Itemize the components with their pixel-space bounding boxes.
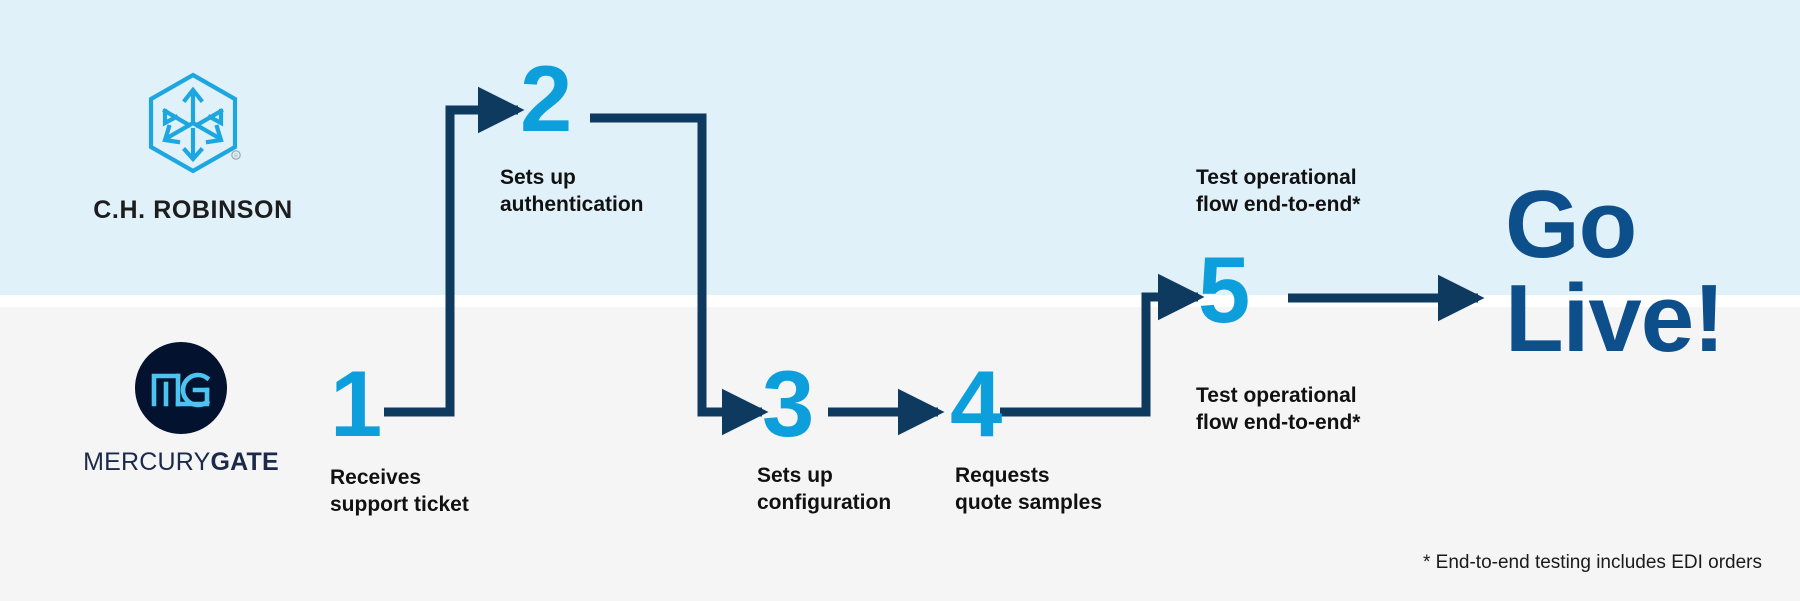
go-live-text: Go Live! bbox=[1505, 171, 1725, 373]
step-3-label: Sets up configuration bbox=[757, 464, 892, 514]
step-5-label-above: Test operational flow end-to-end* bbox=[1196, 166, 1361, 216]
lane-chrobinson-background bbox=[0, 0, 1800, 295]
connector-4-to-5 bbox=[1000, 273, 1205, 417]
step-4-label: Requests quote samples bbox=[955, 464, 1103, 514]
step-4-number: 4 bbox=[950, 351, 1002, 456]
brand-chrobinson: R C.H. ROBINSON bbox=[62, 70, 324, 225]
connector-2-to-3 bbox=[590, 113, 769, 436]
step-1-label: Receives support ticket bbox=[330, 466, 469, 516]
lane-mercurygate-background bbox=[0, 307, 1800, 601]
brand-mercurygate: MERCURYGATE bbox=[50, 340, 312, 477]
step-2-number: 2 bbox=[520, 46, 572, 151]
chrobinson-wordmark: C.H. ROBINSON bbox=[93, 196, 293, 224]
mercurygate-wordmark: MERCURYGATE bbox=[50, 448, 312, 477]
step-5-number: 5 bbox=[1198, 237, 1250, 342]
step-5-label-below: Test operational flow end-to-end* bbox=[1196, 384, 1361, 434]
mg-monogram-icon bbox=[135, 342, 227, 434]
mercurygate-wordmark-light: MERCURY bbox=[83, 448, 211, 476]
svg-text:R: R bbox=[234, 154, 238, 160]
connector-1-to-2 bbox=[384, 86, 525, 417]
mercurygate-wordmark-bold: GATE bbox=[210, 448, 279, 476]
step-1-number: 1 bbox=[330, 351, 382, 456]
step-2-label: Sets up authentication bbox=[500, 166, 644, 216]
footnote-text: * End-to-end testing includes EDI orders bbox=[1422, 552, 1762, 573]
hexagon-arrows-icon: R bbox=[148, 72, 241, 174]
step-3-number: 3 bbox=[762, 351, 814, 456]
